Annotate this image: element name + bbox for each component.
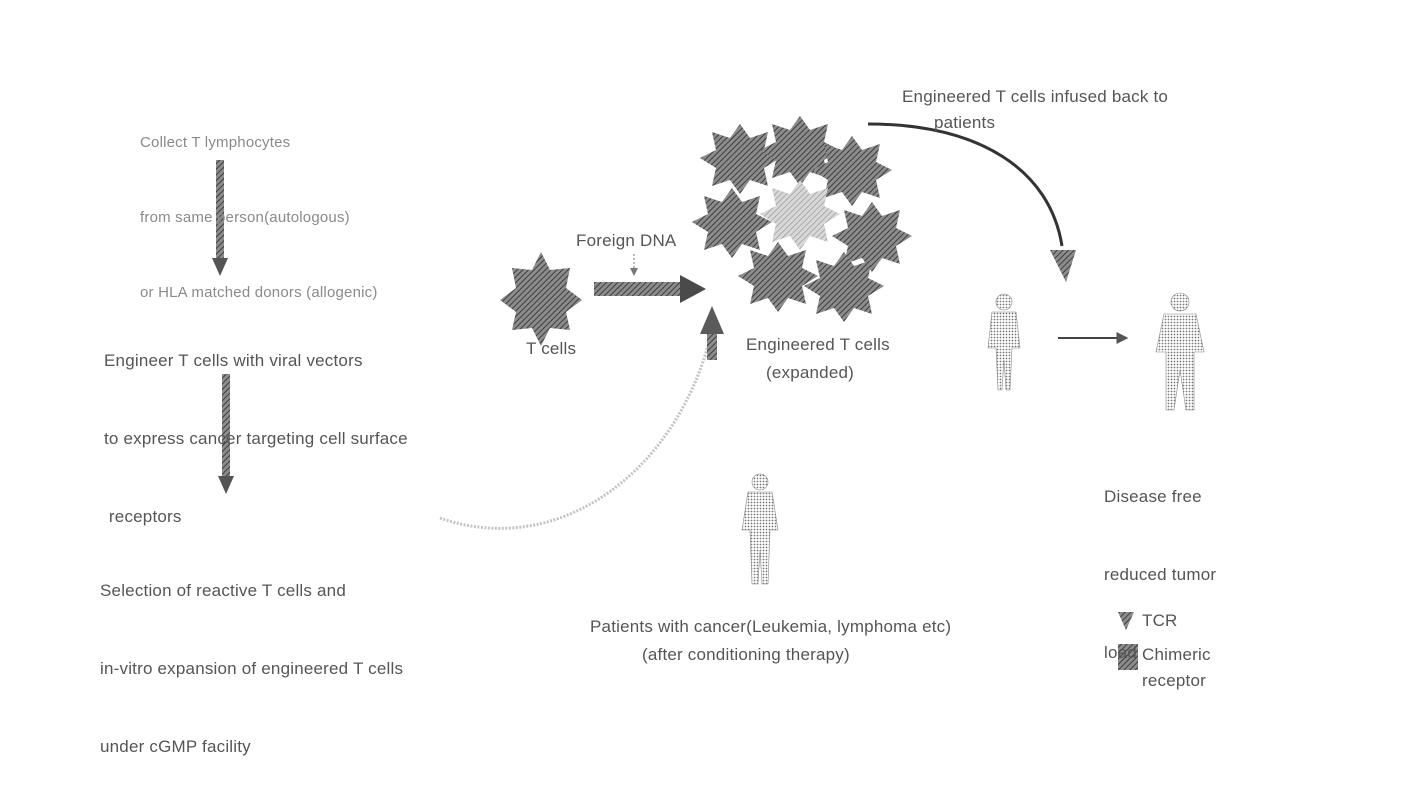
foreign-dna-label: Foreign DNA bbox=[576, 231, 677, 250]
engineer-line: receptors bbox=[104, 507, 182, 526]
legend-tcr-label: TCR bbox=[1142, 611, 1178, 630]
t-cells-label: T cells bbox=[526, 339, 577, 358]
engineer-line: to express cancer targeting cell surface bbox=[104, 429, 408, 448]
expansion-curve-arrow bbox=[439, 306, 724, 530]
chimeric-receptor-legend-icon bbox=[1118, 644, 1138, 670]
disease-free-line: load bbox=[1104, 643, 1137, 662]
engineer-step-text: Engineer T cells with viral vectors to e… bbox=[104, 296, 408, 556]
legend-chimeric-sublabel: receptor bbox=[1142, 671, 1206, 690]
collect-step-text: Collect T lymphocytes from same person(a… bbox=[140, 80, 378, 330]
legend-chimeric-label: Chimeric bbox=[1142, 645, 1211, 664]
selection-line: Selection of reactive T cells and bbox=[100, 581, 346, 600]
down-arrow-2 bbox=[218, 374, 234, 494]
selection-line: under cGMP facility bbox=[100, 737, 251, 756]
collect-line: Collect T lymphocytes bbox=[140, 134, 291, 151]
disease-free-line: Disease free bbox=[1104, 487, 1202, 506]
engineered-cells-sublabel: (expanded) bbox=[766, 363, 855, 382]
engineered-t-cells-cluster-icon bbox=[692, 116, 912, 322]
patient-cancer-icon bbox=[741, 473, 779, 585]
foreign-dna-pointer bbox=[630, 254, 638, 276]
engineered-cells-label: Engineered T cells bbox=[746, 335, 890, 354]
infused-sublabel: patients bbox=[934, 113, 996, 132]
selection-step-text: Selection of reactive T cells and in-vit… bbox=[100, 526, 403, 786]
collect-line: from same person(autologous) bbox=[140, 209, 350, 226]
patients-sublabel: (after conditioning therapy) bbox=[642, 645, 850, 664]
patients-label: Patients with cancer(Leukemia, lymphoma … bbox=[590, 617, 952, 636]
collect-line: or HLA matched donors (allogenic) bbox=[140, 284, 378, 301]
disease-free-line: reduced tumor bbox=[1104, 565, 1217, 584]
patient-treated-icon bbox=[987, 293, 1021, 391]
disease-free-label: Disease free reduced tumor load bbox=[1104, 432, 1216, 692]
selection-line: in-vitro expansion of engineered T cells bbox=[100, 659, 404, 678]
patient-healthy-icon bbox=[1155, 292, 1205, 411]
diagram-graphics bbox=[212, 116, 1205, 670]
transduction-arrow bbox=[594, 275, 706, 303]
infused-label: Engineered T cells infused back to bbox=[902, 87, 1169, 106]
down-arrow-1 bbox=[212, 160, 228, 276]
tcr-legend-icon bbox=[1118, 612, 1134, 630]
infusion-curve-arrow bbox=[867, 122, 1076, 282]
engineer-line: Engineer T cells with viral vectors bbox=[104, 351, 363, 370]
t-cell-icon bbox=[500, 252, 582, 346]
